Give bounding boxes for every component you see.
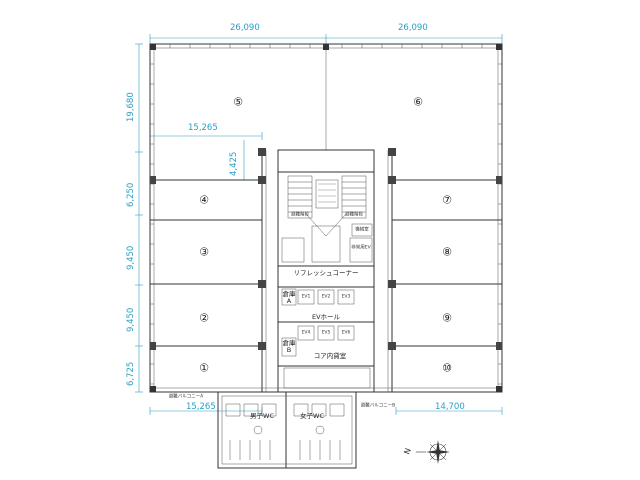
ev3-label: EV3 <box>342 294 351 300</box>
room-8: ⑧ <box>442 246 452 259</box>
dim-top-left: 26,090 <box>230 23 260 33</box>
dim-bottom-right: 14,700 <box>435 402 465 412</box>
machine-room-label: 機械室 <box>355 226 369 233</box>
storage-a-label: 倉庫 <box>283 289 297 298</box>
compass-icon <box>416 440 450 464</box>
room-3: ③ <box>199 246 209 259</box>
wc-annex <box>217 391 357 469</box>
dim-inner-width: 15,265 <box>188 123 218 133</box>
refresh-corner-label: リフレッシュコーナー <box>294 269 359 277</box>
ev6-label: EV6 <box>342 330 351 336</box>
storage-a-letter: A <box>287 297 292 305</box>
ev1-label: EV1 <box>302 294 311 300</box>
ev2-label: EV2 <box>322 294 331 300</box>
emergency-ev-label: 非常用EV <box>351 244 371 251</box>
dim-inner-height: 4,425 <box>229 152 239 176</box>
room-2: ② <box>199 312 209 325</box>
ev5-label: EV5 <box>322 330 331 336</box>
core-room-label: コア内貸室 <box>314 351 347 360</box>
dim-bottom-left: 15,265 <box>186 402 216 412</box>
male-wc-label: 男子WC <box>250 412 274 420</box>
storage-b-label: 倉庫 <box>283 338 297 347</box>
ev4-label: EV4 <box>302 330 311 336</box>
left-partitions <box>150 150 267 392</box>
core <box>277 149 375 393</box>
columns <box>150 148 502 350</box>
room-6: ⑥ <box>413 96 423 109</box>
room-9: ⑨ <box>442 312 452 325</box>
room-10: ⑩ <box>442 362 452 375</box>
dim-left-r2: 9,450 <box>126 308 136 332</box>
room-4: ④ <box>199 194 209 207</box>
dim-left-r4: 6,250 <box>126 183 136 207</box>
balcony-b-label: 避難バルコニーB <box>361 402 396 409</box>
room-7: ⑦ <box>442 194 452 207</box>
balcony-a-label: 避難バルコニーA <box>169 393 204 400</box>
dim-left-r1: 6,725 <box>126 362 136 386</box>
ev-hall-label: EVホール <box>312 313 341 321</box>
stair-left-label: 避難階段 <box>291 211 309 218</box>
room-5: ⑤ <box>233 96 243 109</box>
right-partitions <box>387 150 502 392</box>
room-1: ① <box>199 362 209 375</box>
stair-right-label: 避難階段 <box>345 211 363 218</box>
outer-walls <box>149 43 503 393</box>
dim-top-right: 26,090 <box>398 23 428 33</box>
storage-b-letter: B <box>287 346 291 354</box>
dim-left-top: 19,680 <box>126 92 136 122</box>
compass-label: N <box>402 447 413 456</box>
female-wc-label: 女子WC <box>300 411 324 420</box>
dim-left-r3: 9,450 <box>126 246 136 270</box>
